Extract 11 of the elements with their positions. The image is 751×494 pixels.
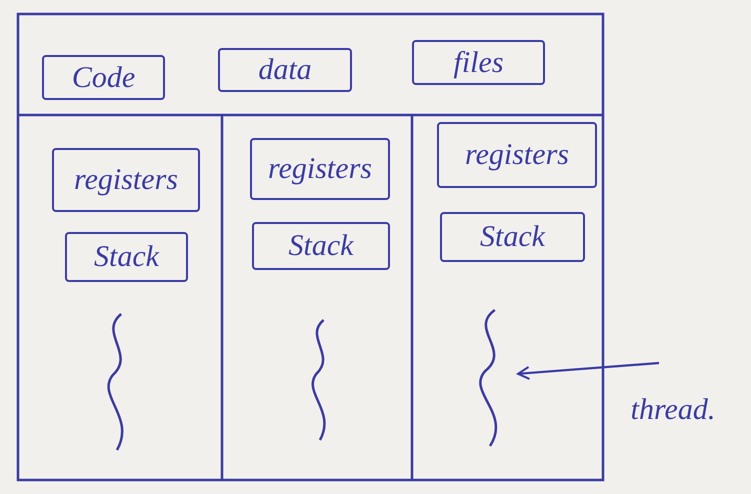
label-box: registers xyxy=(52,148,200,212)
label-box: Code xyxy=(42,55,165,100)
label-box: data xyxy=(218,48,352,92)
label-box: Stack xyxy=(440,212,585,262)
label-box: Stack xyxy=(252,222,390,270)
label-box: Stack xyxy=(65,232,188,282)
arrow xyxy=(517,362,660,380)
label-box: registers xyxy=(437,122,597,188)
label-box: registers xyxy=(250,138,390,200)
label-box: files xyxy=(412,40,545,85)
thread-label: thread. xyxy=(603,385,743,435)
